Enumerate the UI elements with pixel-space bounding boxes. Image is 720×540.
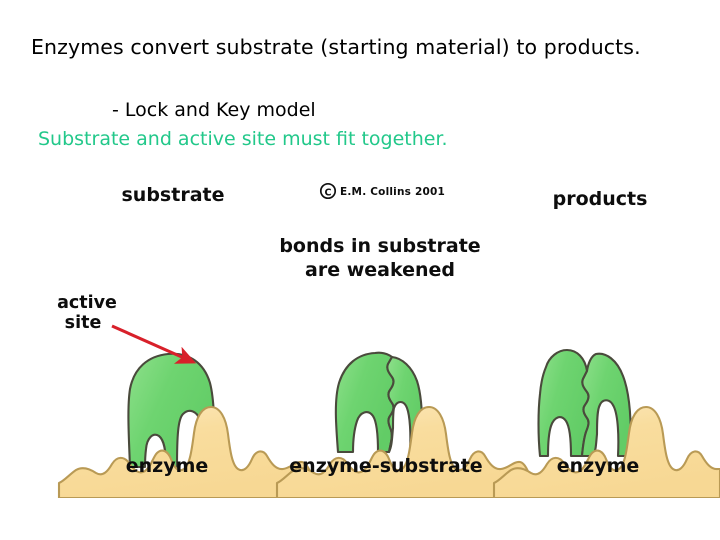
- copyright-symbol: C: [325, 188, 332, 199]
- enzyme-shape-right: [492, 405, 720, 498]
- enzyme-substrate-complex: [334, 351, 424, 454]
- copyright-text: E.M. Collins 2001: [340, 186, 445, 198]
- enzyme-shape-left: [57, 405, 315, 498]
- label-products: products: [553, 188, 648, 210]
- copyright-notice: C E.M. Collins 2001: [319, 182, 445, 200]
- enzyme-shape-middle: [275, 405, 533, 498]
- label-bonds-weakened-line2: are weakened: [305, 259, 455, 281]
- enzyme-lock-and-key-diagram: substrate active site enzyme: [0, 168, 720, 498]
- product-shape-1: [537, 348, 590, 458]
- active-site-arrow: [111, 324, 197, 364]
- label-active-site-line2: site: [65, 313, 102, 333]
- product-shape-2: [580, 352, 632, 458]
- label-substrate: substrate: [122, 184, 225, 206]
- green-note: Substrate and active site must fit toget…: [38, 128, 448, 150]
- panel-right: products enzyme: [492, 188, 720, 498]
- label-bonds-weakened-line1: bonds in substrate: [279, 235, 480, 257]
- panel-left: substrate active site enzyme: [57, 184, 315, 498]
- panel-middle: C E.M. Collins 2001 bonds in substrate a…: [275, 182, 533, 498]
- page-title: Enzymes convert substrate (starting mate…: [31, 35, 641, 59]
- label-enzyme-left: enzyme: [126, 455, 209, 477]
- label-enzyme-right: enzyme: [557, 455, 640, 477]
- label-active-site-line1: active: [57, 293, 117, 313]
- label-enzyme-substrate: enzyme-substrate: [289, 455, 482, 477]
- bullet-lock-and-key: - Lock and Key model: [112, 99, 316, 121]
